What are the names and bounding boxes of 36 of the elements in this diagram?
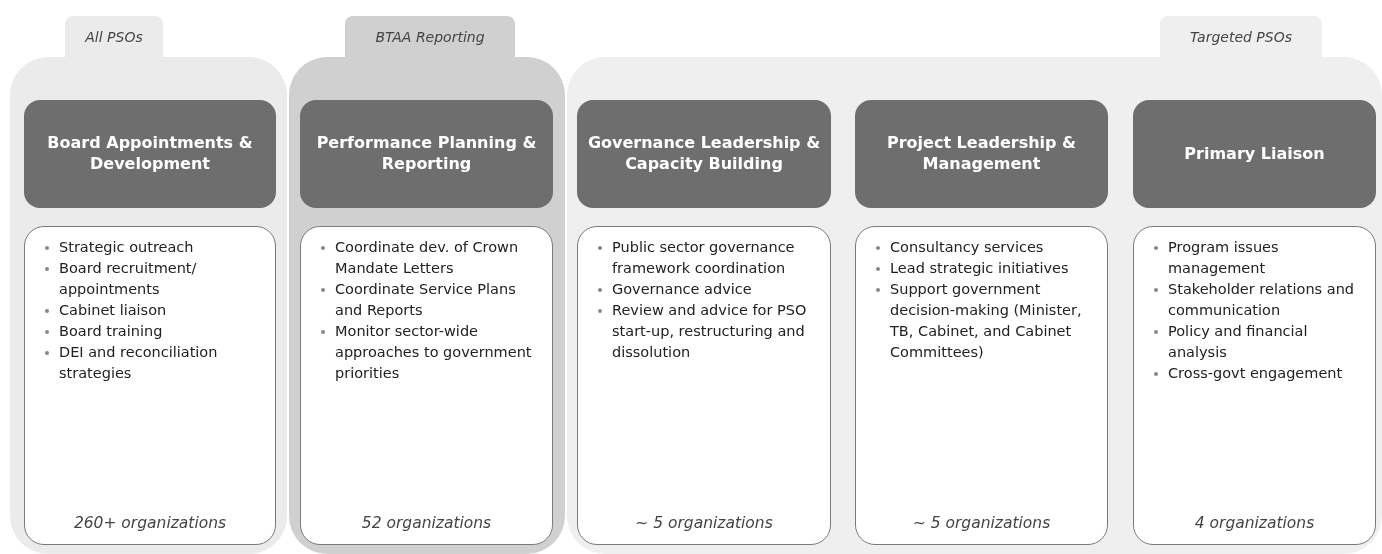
bullet-item: Governance advice <box>588 279 820 301</box>
bullet-item: Support government decision-making (Minister, TB, Cabinet, and Cabinet Committees) <box>866 279 1097 364</box>
bullet-item: Coordinate Service Plans and Reports <box>311 279 542 322</box>
organization-count: 260+ organizations <box>72 512 228 534</box>
tab-label: BTAA Reporting <box>345 16 515 57</box>
bullet-item: Consultancy services <box>866 237 1097 258</box>
bullet-item: Stakeholder relations and communication <box>1144 279 1365 322</box>
bullet-item: Public sector governance framework coordination <box>588 237 820 280</box>
bullet-item: Coordinate dev. of Crown Mandate Letters <box>311 237 542 280</box>
tab-label: All PSOs <box>65 16 163 57</box>
bullet-item: Strategic outreach <box>35 237 265 258</box>
organization-count: ~ 5 organizations <box>911 512 1052 534</box>
organization-count: ~ 5 organizations <box>634 512 774 534</box>
bullet-item: DEI and reconciliation strategies <box>35 342 265 385</box>
organization-count: 52 organizations <box>360 512 493 534</box>
content-card <box>855 226 1108 545</box>
category-header: Board Appointments & Development <box>24 100 276 208</box>
bullet-item: Cross-govt engagement <box>1144 363 1365 385</box>
content-card <box>24 226 276 545</box>
bullet-item: Review and advice for PSO start-up, restructuring and dissolution <box>588 300 820 364</box>
category-header: Performance Planning & Reporting <box>300 100 553 208</box>
bullet-item: Lead strategic initiatives <box>866 258 1097 280</box>
bullet-item: Board training <box>35 321 265 343</box>
bullet-item: Cabinet liaison <box>35 300 265 322</box>
category-header: Governance Leadership & Capacity Building <box>577 100 831 208</box>
organization-count: 4 organizations <box>1193 512 1316 534</box>
bullet-item: Monitor sector-wide approaches to government priorities <box>311 321 542 385</box>
bullet-item: Policy and financial analysis <box>1144 321 1365 364</box>
content-card <box>577 226 831 545</box>
category-header: Primary Liaison <box>1133 100 1376 208</box>
tab-label: Targeted PSOs <box>1160 16 1322 57</box>
bullet-item: Program issues management <box>1144 237 1365 280</box>
bullet-item: Board recruitment/ appointments <box>35 258 265 301</box>
content-card <box>300 226 553 545</box>
content-card <box>1133 226 1376 545</box>
category-header: Project Leadership & Management <box>855 100 1108 208</box>
